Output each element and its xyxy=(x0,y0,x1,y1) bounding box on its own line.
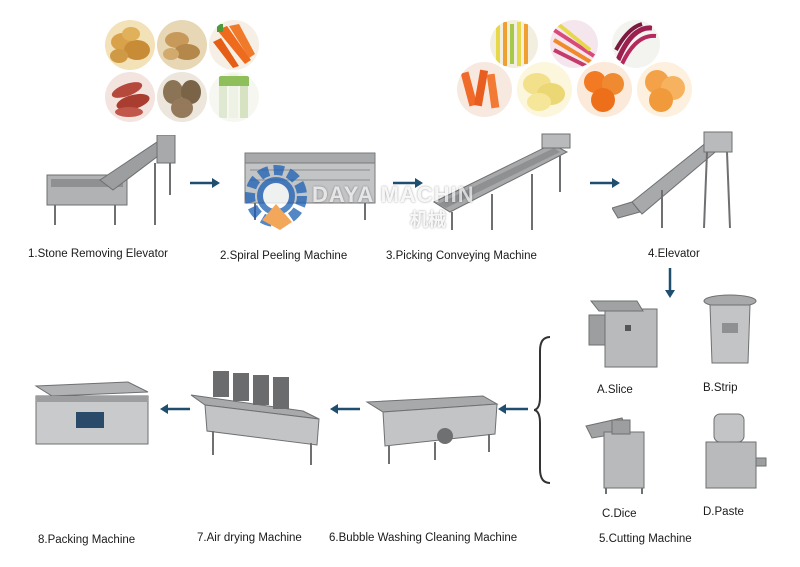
stone-removing-elevator-illustration xyxy=(45,135,180,230)
carrot-sticks-image xyxy=(457,62,512,117)
watermark-chinese: 机械 xyxy=(410,206,446,232)
cut-option-b-label: B.Strip xyxy=(703,382,738,394)
taro-image xyxy=(157,72,207,122)
arrow-right-icon xyxy=(393,177,423,189)
ginger-image xyxy=(157,20,207,70)
step-6-label: 6.Bubble Washing Cleaning Machine xyxy=(329,532,517,544)
step-1-label: 1.Stone Removing Elevator xyxy=(28,248,168,260)
packing-machine-illustration xyxy=(32,378,152,448)
step-8-label: 8.Packing Machine xyxy=(38,534,135,546)
mixed-strips-image xyxy=(490,20,538,68)
elevator-illustration xyxy=(612,130,737,230)
step-7-label: 7.Air drying Machine xyxy=(197,532,302,544)
cut-option-c-label: C.Dice xyxy=(602,508,637,520)
carrot-image xyxy=(209,20,259,70)
potato-image xyxy=(105,20,155,70)
step-4-label: 4.Elevator xyxy=(648,248,700,260)
slice-cutter-illustration xyxy=(585,295,665,375)
arrow-right-icon xyxy=(590,177,620,189)
purple-cabbage-shreds-image xyxy=(612,20,660,68)
arrow-left-icon xyxy=(498,403,528,415)
sweet-potato-slices-image xyxy=(637,62,692,117)
colored-shreds-image xyxy=(550,20,598,68)
watermark: DAYA MACHIN 机械 xyxy=(240,160,540,240)
step-5-label: 5.Cutting Machine xyxy=(599,533,692,545)
bubble-washing-machine-illustration xyxy=(365,388,500,468)
arrow-right-icon xyxy=(190,177,220,189)
potato-slices-image xyxy=(517,62,572,117)
dice-cutter-illustration xyxy=(582,410,657,495)
carrot-slices-image xyxy=(577,62,632,117)
strip-cutter-illustration xyxy=(700,293,760,373)
cut-option-a-label: A.Slice xyxy=(597,384,633,396)
step-2-label: 2.Spiral Peeling Machine xyxy=(220,250,347,262)
paste-grinder-illustration xyxy=(700,410,768,495)
arrow-down-icon xyxy=(664,268,676,298)
gear-logo-icon xyxy=(240,160,312,232)
step-3-label: 3.Picking Conveying Machine xyxy=(386,250,537,262)
cut-option-d-label: D.Paste xyxy=(703,506,744,518)
air-drying-machine-illustration xyxy=(185,365,325,470)
sweet-potato-image xyxy=(105,72,155,122)
leek-image xyxy=(209,72,259,122)
curly-brace xyxy=(534,335,554,485)
arrow-left-icon xyxy=(330,403,360,415)
